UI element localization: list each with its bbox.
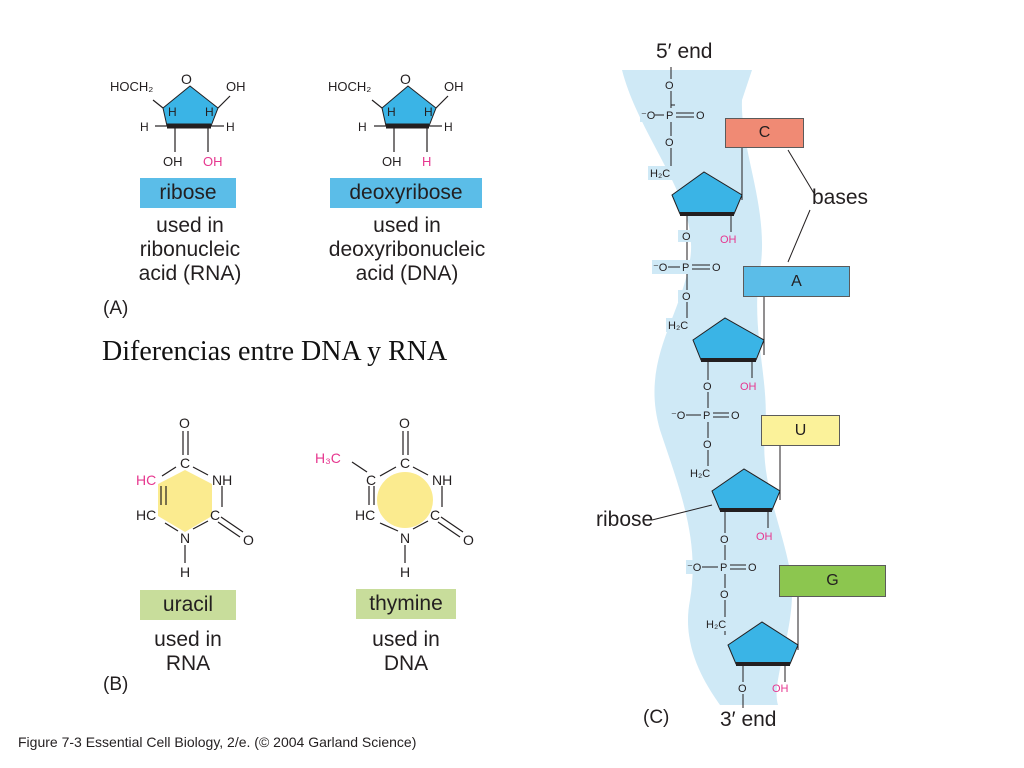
thymine-name-label: thymine	[356, 589, 456, 619]
ribose-structure: HOCH₂ O OH H H H H OH OH	[110, 71, 246, 169]
base-a-box: A	[743, 266, 850, 297]
ribose-h-label: H	[168, 105, 177, 119]
svg-text:P: P	[720, 562, 727, 574]
base-u-box: U	[761, 415, 840, 446]
uracil-caption: used in RNA	[154, 628, 222, 675]
deoxyribose-caption: used in deoxyribonucleic acid (DNA)	[328, 214, 486, 285]
panel-a-letter: (A)	[103, 298, 129, 319]
uracil-hc-label: HC	[136, 507, 156, 523]
svg-text:O: O	[748, 562, 757, 574]
svg-text:H₂C: H₂C	[650, 168, 670, 180]
deoxyribose-hoch2-label: HOCH₂	[328, 79, 371, 94]
thymine-h-label: H	[400, 564, 410, 580]
thymine-nh-label: NH	[432, 472, 452, 488]
ribose-o-label: O	[181, 71, 192, 87]
thymine-caption: used in DNA	[372, 628, 440, 675]
deoxyribose-h-label: H	[387, 105, 396, 119]
svg-text:P: P	[666, 110, 673, 122]
svg-text:O: O	[682, 231, 691, 243]
ribose-hoch2-label: HOCH₂	[110, 79, 153, 94]
page-title: Diferencias entre DNA y RNA	[102, 336, 448, 367]
five-prime-end-label: 5′ end	[656, 40, 713, 63]
deoxyribose-o-label: O	[400, 71, 411, 87]
panel-c-letter: (C)	[643, 707, 670, 728]
svg-text:⁻O: ⁻O	[671, 410, 686, 422]
uracil-name-label: uracil	[140, 590, 236, 620]
svg-text:O: O	[703, 381, 712, 393]
svg-text:⁻O: ⁻O	[641, 110, 656, 122]
ribose-oh-pink-label: OH	[203, 154, 223, 169]
svg-text:P: P	[682, 262, 689, 274]
uracil-c-label: C	[180, 455, 190, 471]
svg-text:O: O	[731, 410, 740, 422]
svg-text:H₂C: H₂C	[706, 619, 726, 631]
thymine-h3c-pink-label: H₃C	[315, 450, 341, 466]
svg-text:OH: OH	[756, 531, 773, 543]
svg-text:O: O	[738, 683, 747, 695]
uracil-o-label: O	[243, 532, 254, 548]
phosphate-group-2: O ⁻O P O O H₂C OH	[652, 230, 757, 393]
panel-b-letter: (B)	[103, 674, 129, 695]
svg-text:⁻O: ⁻O	[687, 562, 702, 574]
phosphate-group-1: O ⁻O P O O H₂C OH	[640, 79, 737, 246]
uracil-structure: O C NH C O HC HC N H	[136, 415, 254, 580]
thymine-n-label: N	[400, 530, 410, 546]
svg-text:⁻O: ⁻O	[653, 262, 668, 274]
base-g-box: G	[779, 565, 886, 597]
ribose-strand-label: ribose	[596, 508, 654, 531]
deoxyribose-structure: HOCH₂ O OH H H H H OH H	[328, 71, 464, 169]
ribose-caption: used in ribonucleic acid (RNA)	[138, 214, 242, 285]
thymine-structure: O C NH C O H₃C C HC N H	[315, 415, 474, 580]
deoxyribose-h-label: H	[358, 120, 367, 134]
svg-text:O: O	[720, 589, 729, 601]
deoxyribose-oh-bottom-label: OH	[382, 154, 402, 169]
deoxyribose-name-label: deoxyribose	[330, 178, 482, 208]
svg-text:OH: OH	[740, 381, 757, 393]
bases-label: bases	[812, 186, 869, 209]
ribose-h-label: H	[226, 120, 235, 134]
svg-text:O: O	[665, 137, 674, 149]
uracil-hc-pink-label: HC	[136, 472, 156, 488]
figure-credit: Figure 7-3 Essential Cell Biology, 2/e. …	[18, 734, 417, 750]
uracil-o-label: O	[179, 415, 190, 431]
phosphate-group-4: O ⁻O P O O H₂C OH O	[686, 533, 789, 695]
uracil-n-label: N	[180, 530, 190, 546]
svg-text:O: O	[720, 534, 729, 546]
deoxyribose-h-label: H	[424, 105, 433, 119]
deoxyribose-h-label: H	[444, 120, 453, 134]
ribose-oh-bottom-label: OH	[163, 154, 183, 169]
three-prime-end-label: 3′ end	[720, 708, 777, 731]
svg-text:O: O	[712, 262, 721, 274]
deoxyribose-oh-label: OH	[444, 79, 464, 94]
uracil-nh-label: NH	[212, 472, 232, 488]
base-c-box: C	[725, 118, 804, 148]
svg-text:H₂C: H₂C	[668, 320, 688, 332]
svg-text:P: P	[703, 410, 710, 422]
ribose-name-label: ribose	[140, 178, 236, 208]
thymine-o-label: O	[463, 532, 474, 548]
svg-text:OH: OH	[720, 234, 737, 246]
svg-text:O: O	[665, 80, 674, 92]
deoxyribose-h-pink-label: H	[422, 154, 431, 169]
thymine-c-label: C	[430, 507, 440, 523]
thymine-o-label: O	[399, 415, 410, 431]
svg-text:O: O	[696, 110, 705, 122]
svg-text:OH: OH	[772, 683, 789, 695]
svg-text:O: O	[703, 439, 712, 451]
uracil-c-label: C	[210, 507, 220, 523]
ribose-h-label: H	[140, 120, 149, 134]
phosphate-group-3: O ⁻O P O O H₂C OH	[670, 380, 773, 543]
ribose-oh-label: OH	[226, 79, 246, 94]
ribose-h-label: H	[205, 105, 214, 119]
uracil-h-label: H	[180, 564, 190, 580]
thymine-hc-label: HC	[355, 507, 375, 523]
thymine-c-label: C	[400, 455, 410, 471]
thymine-c-label: C	[366, 472, 376, 488]
rna-strand	[622, 67, 816, 708]
svg-text:O: O	[682, 291, 691, 303]
svg-text:H₂C: H₂C	[690, 468, 710, 480]
